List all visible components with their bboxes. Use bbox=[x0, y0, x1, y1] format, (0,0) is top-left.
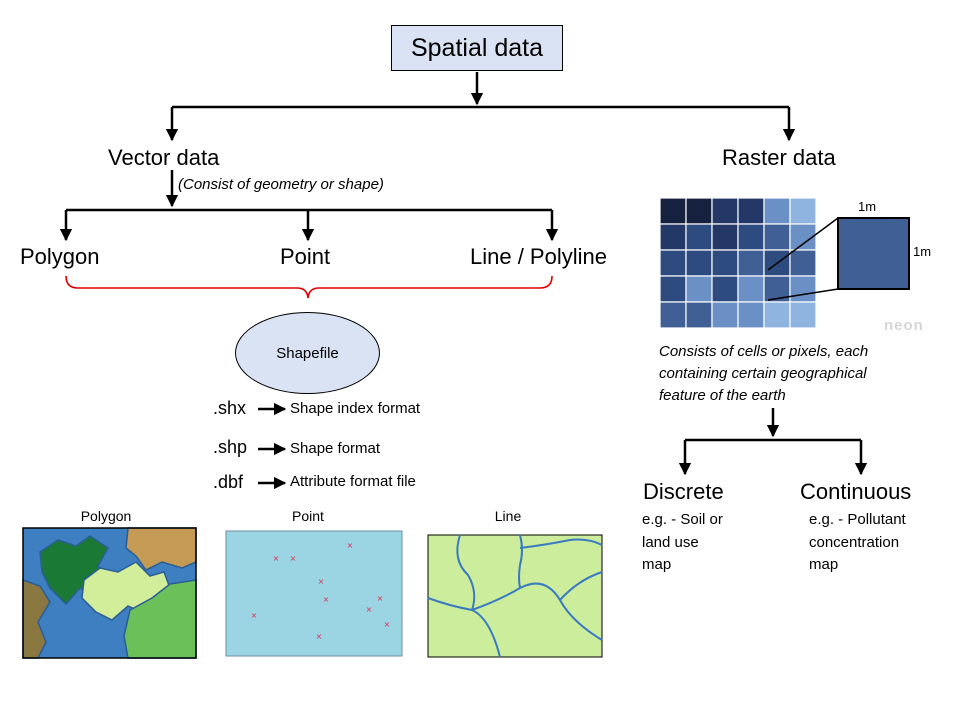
raster-cell bbox=[789, 197, 817, 225]
raster-cell bbox=[789, 301, 817, 329]
raster-cell bbox=[711, 275, 739, 303]
line-path-6 bbox=[559, 571, 603, 601]
neon-watermark: neon bbox=[884, 317, 924, 334]
point-label: Point bbox=[280, 244, 331, 269]
point-mark: × bbox=[323, 595, 330, 604]
raster-cell bbox=[789, 275, 817, 303]
point-map-title: Point bbox=[292, 508, 324, 524]
root-connectors bbox=[165, 72, 796, 142]
zoom-line-top bbox=[767, 217, 839, 271]
shapefile-ellipse: Shapefile bbox=[235, 312, 380, 394]
dbf-ext: .dbf bbox=[213, 472, 244, 492]
line-path-3 bbox=[471, 582, 603, 641]
discrete-example-line-1: e.g. - Soil or bbox=[642, 511, 723, 528]
spatial-data-label: Spatial data bbox=[410, 33, 544, 62]
raster-cell bbox=[685, 223, 713, 251]
line-map-bg bbox=[427, 534, 603, 658]
discrete-example: e.g. - Soil or land use map bbox=[642, 509, 723, 577]
dbf-desc: Attribute format file bbox=[290, 473, 416, 490]
point-mark: × bbox=[377, 594, 384, 603]
raster-cell bbox=[659, 275, 687, 303]
point-mark: × bbox=[290, 554, 297, 563]
raster-cell bbox=[737, 275, 765, 303]
spatial-data-box: Spatial data bbox=[391, 25, 563, 71]
raster-grid bbox=[659, 197, 817, 329]
raster-cell bbox=[711, 301, 739, 329]
raster-cell bbox=[659, 197, 687, 225]
line-polyline-label: Line / Polyline bbox=[470, 244, 607, 269]
point-marks: × × × × × × × × × × bbox=[251, 541, 391, 641]
discrete-label: Discrete bbox=[643, 479, 724, 504]
raster-description-line-1: Consists of cells or pixels, each bbox=[659, 343, 869, 360]
line-path-4 bbox=[518, 534, 523, 589]
line-path-5 bbox=[519, 538, 603, 549]
raster-cell bbox=[763, 223, 791, 251]
raster-cell bbox=[763, 301, 791, 329]
raster-cell bbox=[737, 197, 765, 225]
discrete-example-line-2: land use bbox=[642, 533, 699, 551]
shp-ext: .shp bbox=[213, 437, 248, 457]
shx-desc: Shape index format bbox=[290, 400, 421, 417]
point-map-bg bbox=[225, 530, 403, 657]
continuous-example-line-3: map bbox=[809, 556, 839, 573]
zoomed-cell bbox=[837, 217, 910, 290]
raster-cell bbox=[685, 275, 713, 303]
polygon-map bbox=[22, 527, 197, 659]
raster-cell bbox=[789, 249, 817, 277]
raster-cell bbox=[659, 301, 687, 329]
point-mark: × bbox=[384, 620, 391, 629]
continuous-label: Continuous bbox=[800, 479, 912, 504]
point-mark: × bbox=[251, 611, 258, 620]
raster-cell bbox=[685, 301, 713, 329]
raster-cell bbox=[685, 197, 713, 225]
point-mark: × bbox=[347, 541, 354, 550]
shx-ext: .shx bbox=[213, 398, 247, 418]
raster-cell bbox=[711, 249, 739, 277]
raster-cell bbox=[737, 249, 765, 277]
line-path-1 bbox=[456, 534, 476, 611]
cell-width-label: 1m bbox=[858, 199, 877, 214]
shp-desc: Shape format bbox=[290, 440, 381, 457]
point-mark: × bbox=[273, 554, 280, 563]
zoom-line-bottom bbox=[767, 288, 839, 301]
raster-description-line-3: feature of the earth bbox=[659, 387, 786, 404]
point-mark: × bbox=[366, 605, 373, 614]
raster-connectors bbox=[678, 408, 868, 476]
format-arrows bbox=[258, 402, 287, 490]
line-map-title: Line bbox=[494, 508, 522, 524]
shapefile-label: Shapefile bbox=[276, 344, 339, 362]
red-bracket bbox=[65, 275, 553, 299]
line-map bbox=[427, 534, 603, 658]
cell-height-label: 1m bbox=[913, 244, 932, 259]
raster-zoom bbox=[767, 217, 910, 301]
raster-cell bbox=[737, 223, 765, 251]
vector-data-label: Vector data bbox=[108, 145, 220, 170]
point-mark: × bbox=[318, 577, 325, 586]
polygon-map-title: Polygon bbox=[80, 508, 132, 524]
point-mark: × bbox=[316, 632, 323, 641]
continuous-example: e.g. - Pollutant concentration map bbox=[809, 509, 906, 577]
raster-cell bbox=[711, 197, 739, 225]
vector-connectors bbox=[59, 170, 559, 242]
continuous-example-line-1: e.g. - Pollutant bbox=[809, 511, 906, 528]
raster-cell bbox=[737, 301, 765, 329]
point-map: × × × × × × × × × × bbox=[225, 530, 403, 657]
continuous-example-line-2: concentration bbox=[809, 533, 900, 551]
raster-cell bbox=[763, 197, 791, 225]
raster-cell bbox=[711, 223, 739, 251]
discrete-example-line-3: map bbox=[642, 556, 672, 573]
raster-cell bbox=[659, 223, 687, 251]
raster-data-label: Raster data bbox=[722, 145, 836, 170]
polygon-label: Polygon bbox=[20, 244, 100, 269]
raster-cell bbox=[685, 249, 713, 277]
raster-description: Consists of cells or pixels, each contai… bbox=[659, 341, 868, 407]
raster-description-line-2: containing certain geographical bbox=[659, 365, 867, 382]
line-map-lines bbox=[427, 534, 603, 658]
polygon-map-frame bbox=[22, 527, 197, 659]
vector-note: (Consist of geometry or shape) bbox=[178, 176, 384, 193]
raster-cell bbox=[659, 249, 687, 277]
